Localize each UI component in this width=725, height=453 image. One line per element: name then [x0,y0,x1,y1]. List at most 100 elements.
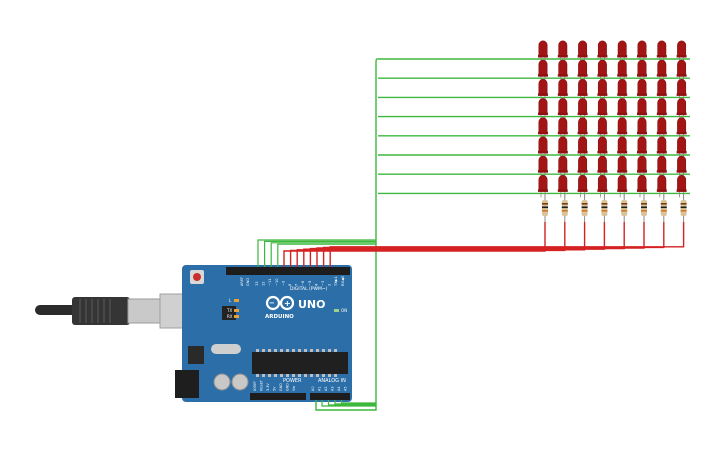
led[interactable] [637,174,647,198]
analog-wire[interactable] [327,400,377,406]
capacitor-1 [213,373,231,391]
power-header [250,393,306,400]
analog-wire[interactable] [340,400,377,404]
led[interactable] [577,59,588,83]
led[interactable] [617,40,628,63]
digital-pin-label: ~3 [321,281,325,286]
atmega-chip [252,352,348,374]
led[interactable] [656,174,667,198]
resistor[interactable] [542,193,548,222]
svg-text:−: − [269,299,275,307]
led[interactable] [597,59,608,83]
status-led-tx [234,309,239,312]
resistor[interactable] [641,193,647,222]
power-pin-label: GND [279,383,283,391]
digital-pin-label: RX◀0 [341,275,345,286]
analog-header-label: ANALOG IN [318,378,346,384]
led[interactable] [557,136,568,159]
led[interactable] [617,59,628,83]
status-led-l [234,299,239,302]
digital-pin-label: ~11 [268,278,272,286]
led[interactable] [597,155,608,179]
led[interactable] [637,117,647,140]
led[interactable] [676,59,687,83]
usb-cable[interactable] [35,293,209,329]
resistor[interactable] [601,193,608,222]
led[interactable] [538,40,548,63]
led[interactable] [577,136,588,159]
resistor-row [542,193,687,222]
arduino-uno-board[interactable]: − + UNO ARDUINO DIGITAL (PWM~) POWER ANA… [175,265,352,402]
led[interactable] [676,174,687,198]
led[interactable] [617,98,628,121]
led[interactable] [617,136,628,159]
power-pin-label: RESET [260,379,264,391]
resistor[interactable] [680,193,687,222]
led[interactable] [656,78,667,102]
resistor[interactable] [660,193,667,222]
status-led-rx [234,315,239,318]
led[interactable] [577,40,588,63]
power-pin-label: 3.3V [266,383,270,391]
resistor[interactable] [581,193,588,222]
led[interactable] [538,155,548,179]
led[interactable] [617,155,628,179]
reset-button[interactable] [193,273,201,281]
led[interactable] [597,40,608,63]
power-pin-label: GND [286,383,290,391]
led[interactable] [557,78,568,102]
digital-pin-label: ~9 [281,280,285,286]
led[interactable] [597,98,608,121]
led[interactable] [538,98,548,121]
digital-green-wire[interactable] [264,240,376,267]
led[interactable] [597,136,608,159]
power-header-label: POWER [283,378,302,384]
digital-header [226,267,350,275]
led[interactable] [656,98,667,121]
led[interactable] [656,117,667,140]
led[interactable] [597,117,608,140]
led[interactable] [538,174,548,198]
rx-label: RX [227,314,233,319]
analog-bus-wire[interactable] [315,58,379,411]
digital-pin-label: 13 [255,281,259,286]
svg-text:+: + [284,299,291,308]
led[interactable] [617,117,628,140]
analog-wire[interactable] [334,400,376,405]
digital-pin-label: TX▶1 [334,276,338,287]
digital-pin-label: 2 [328,284,332,286]
tx-label: TX [226,308,232,313]
resistor[interactable] [621,193,628,222]
digital-green-wire[interactable] [257,239,376,267]
analog-pin-label: A5 [344,387,348,391]
power-pin-label: 5V [273,386,277,391]
digital-pin-label: 4 [314,283,318,286]
digital-header-label: DIGITAL (PWM~) [290,286,328,292]
digital-green-wire[interactable] [277,243,376,267]
resistor[interactable] [561,193,568,222]
led[interactable] [557,40,568,63]
led[interactable] [577,174,588,198]
digital-pin-label: 8 [288,283,292,286]
led[interactable] [637,78,647,102]
column-wire[interactable] [329,222,685,267]
digital-pin-label: 12 [262,281,266,286]
led[interactable] [557,117,568,140]
capacitor-2 [231,373,249,391]
l-label: L [229,298,232,303]
analog-pin-label: A3 [331,387,335,391]
analog-pin-label: A1 [318,387,322,391]
led[interactable] [637,136,647,159]
gnd-label: GND [246,278,250,286]
digital-green-wire[interactable] [270,242,376,267]
analog-pin-label: A0 [311,387,315,391]
digital-pin-label: ~10 [275,278,279,286]
led-matrix [538,40,687,198]
analog-wire[interactable] [321,400,376,407]
board-brand-label: ARDUINO [265,314,294,320]
led[interactable] [676,117,687,140]
